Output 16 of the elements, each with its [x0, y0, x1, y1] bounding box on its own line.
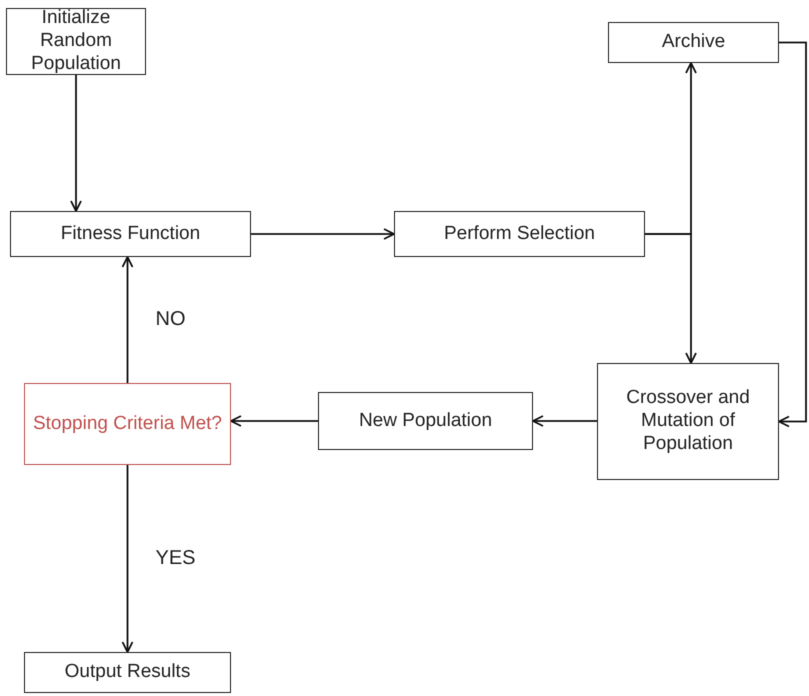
process-box: Perform Selection — [394, 211, 645, 257]
process-box: Crossover and Mutation of Population — [597, 363, 779, 480]
arrow — [778, 42, 807, 428]
arrow — [532, 415, 597, 427]
arrow — [251, 228, 395, 240]
arrow — [122, 256, 134, 383]
arrow — [70, 75, 82, 212]
arrow — [230, 415, 318, 427]
decision-box: Stopping Criteria Met? — [24, 383, 231, 465]
arrow — [122, 465, 134, 653]
process-box: Initialize Random Population — [6, 8, 146, 75]
process-box: New Population — [318, 392, 533, 450]
arrow — [645, 233, 697, 364]
process-box: Fitness Function — [10, 211, 251, 257]
process-box: Output Results — [24, 652, 231, 693]
process-box: Archive — [608, 22, 779, 63]
